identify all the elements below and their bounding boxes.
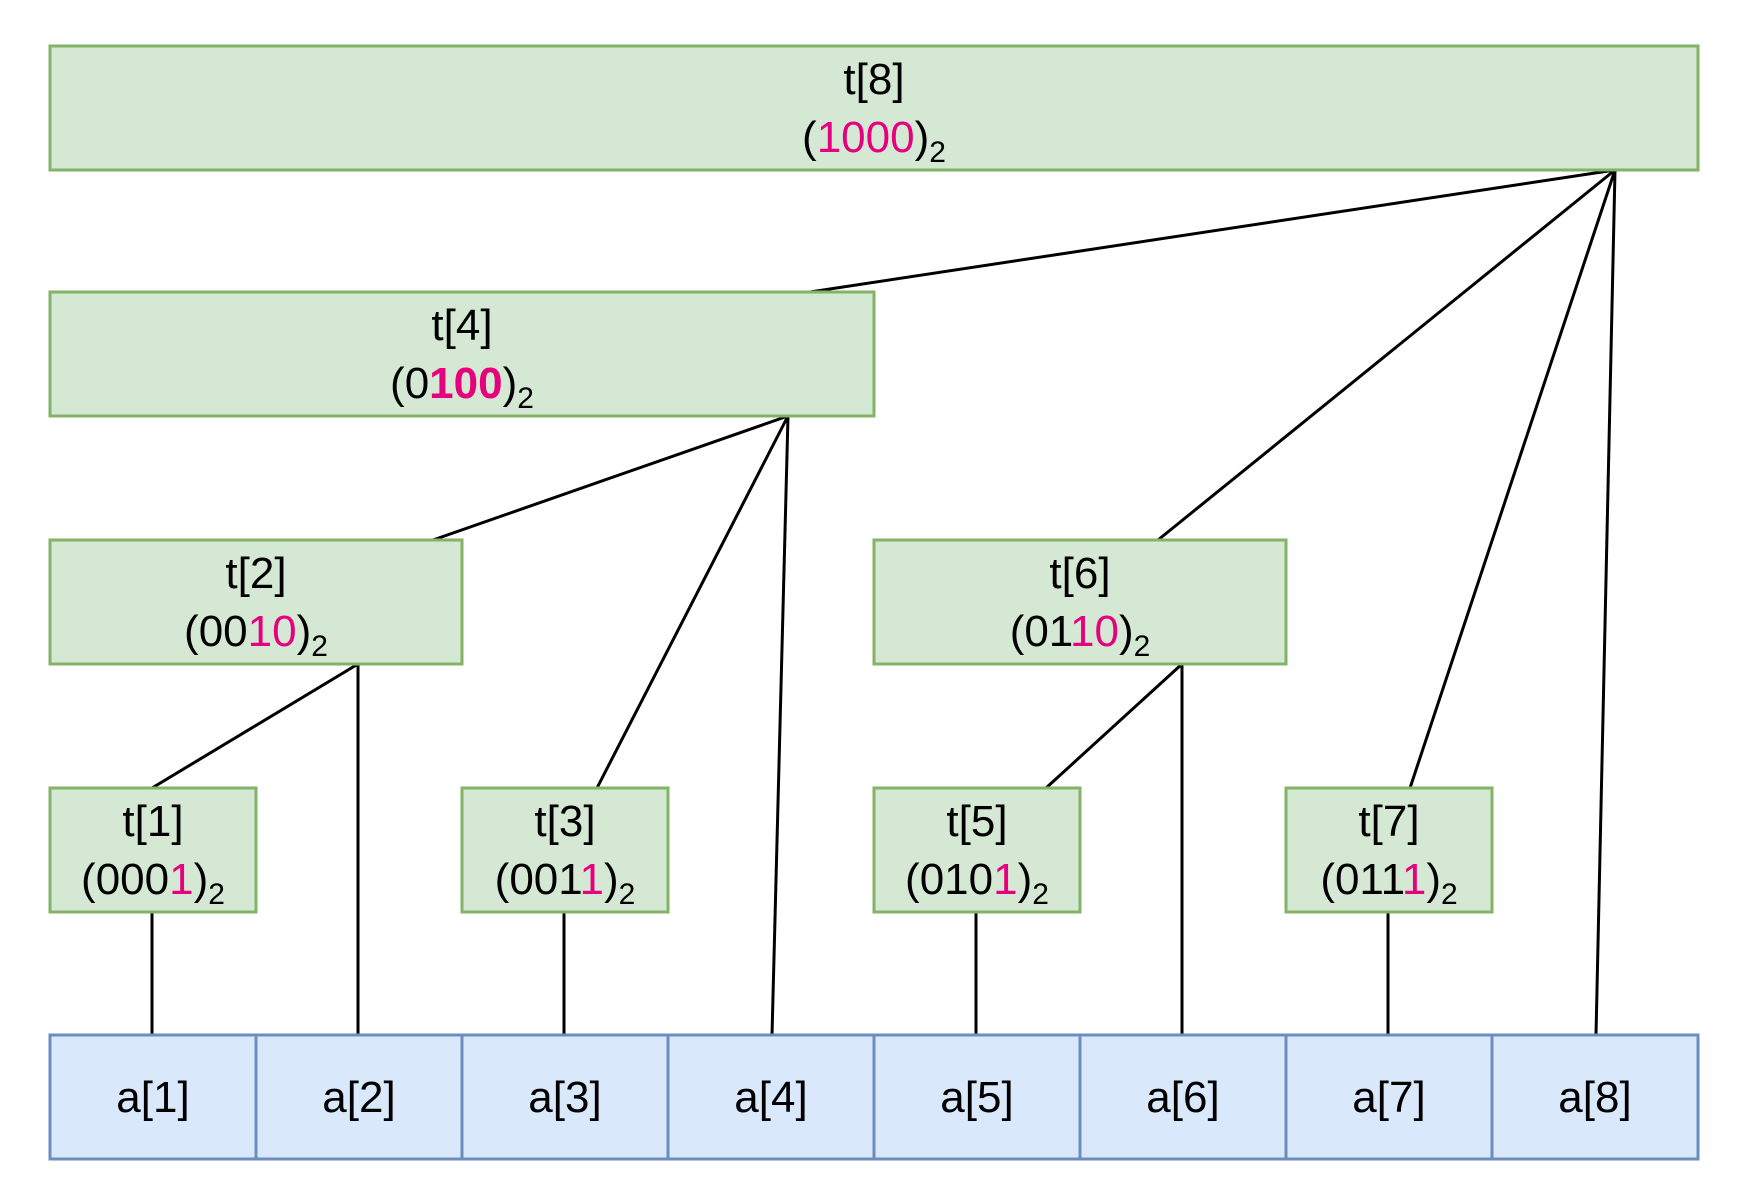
tree-node-label: t[6] xyxy=(1049,549,1110,598)
tree-node-t5: t[5] (0101)2 xyxy=(872,786,1082,914)
edge-t4-t3 xyxy=(595,415,790,789)
edge-t2-t1 xyxy=(151,662,359,790)
edges-layer xyxy=(150,168,1617,1036)
array-cell-label: a[5] xyxy=(940,1073,1013,1122)
array-cell-label: a[7] xyxy=(1352,1073,1425,1122)
edge-t6-t5 xyxy=(1044,662,1184,790)
tree-node-binary: (0110)2 xyxy=(1010,607,1151,663)
edge-t8-a8 xyxy=(1594,169,1617,1036)
edge-t8-t6 xyxy=(1157,168,1616,542)
tree-node-t7: t[7] (0111)2 xyxy=(1284,786,1494,914)
tree-node-label: t[1] xyxy=(122,797,183,846)
edge-t4-a4 xyxy=(770,415,790,1036)
tree-node-box xyxy=(872,786,1082,914)
tree-node-box xyxy=(1284,786,1494,914)
array-cell-box xyxy=(460,1033,670,1161)
array-cell-box xyxy=(1284,1033,1494,1161)
tree-node-label: t[5] xyxy=(946,797,1007,846)
array-cell-box xyxy=(1490,1033,1700,1161)
array-cell-a4: a[4] xyxy=(666,1033,876,1161)
edge-t4-t2 xyxy=(432,414,789,542)
tree-node-label: t[8] xyxy=(843,55,904,104)
array-cell-box xyxy=(666,1033,876,1161)
array-cell-a5: a[5] xyxy=(872,1033,1082,1161)
edge-t8-t7 xyxy=(1408,169,1617,789)
tree-node-label: t[7] xyxy=(1358,797,1419,846)
array-cell-a2: a[2] xyxy=(254,1033,464,1161)
tree-node-box xyxy=(872,538,1288,666)
tree-node-t4: t[4] (0100)2 xyxy=(48,290,876,418)
tree-node-box xyxy=(48,786,258,914)
tree-node-binary: (0100)2 xyxy=(390,359,534,415)
array-cell-label: a[6] xyxy=(1146,1073,1219,1122)
array-cell-label: a[3] xyxy=(528,1073,601,1122)
tree-node-label: t[3] xyxy=(534,797,595,846)
tree-node-binary: (0101)2 xyxy=(905,855,1049,911)
tree-node-label: t[4] xyxy=(431,301,492,350)
tree-node-binary: (0111)2 xyxy=(1320,855,1457,911)
array-cell-a6: a[6] xyxy=(1078,1033,1288,1161)
tree-node-t2: t[2] (0010)2 xyxy=(48,538,464,666)
array-cell-a1: a[1] xyxy=(48,1033,258,1161)
nodes-layer: t[8] (1000)2 t[4] (0100)2 t[2] (0010)2 t[6] (01… xyxy=(48,44,1700,1161)
tree-node-box xyxy=(460,786,670,914)
array-cell-label: a[8] xyxy=(1558,1073,1631,1122)
edge-t8-t4 xyxy=(809,168,1616,294)
tree-node-box xyxy=(48,44,1700,172)
array-cell-a8: a[8] xyxy=(1490,1033,1700,1161)
array-cell-a7: a[7] xyxy=(1284,1033,1494,1161)
tree-node-binary: (1000)2 xyxy=(802,113,946,169)
array-cell-box xyxy=(872,1033,1082,1161)
array-cell-label: a[2] xyxy=(322,1073,395,1122)
tree-node-binary: (0001)2 xyxy=(81,855,225,911)
tree-node-binary: (0010)2 xyxy=(184,607,328,663)
tree-node-box xyxy=(48,538,464,666)
tree-node-binary: (0011)2 xyxy=(495,855,636,911)
array-cell-label: a[1] xyxy=(116,1073,189,1122)
tree-node-box xyxy=(48,290,876,418)
array-cell-a3: a[3] xyxy=(460,1033,670,1161)
tree-node-t6: t[6] (0110)2 xyxy=(872,538,1288,666)
array-cell-box xyxy=(48,1033,258,1161)
tree-node-label: t[2] xyxy=(225,549,286,598)
array-cell-box xyxy=(1078,1033,1288,1161)
array-cell-label: a[4] xyxy=(734,1073,807,1122)
tree-node-t8: t[8] (1000)2 xyxy=(48,44,1700,172)
tree-node-t1: t[1] (0001)2 xyxy=(48,786,258,914)
tree-node-t3: t[3] (0011)2 xyxy=(460,786,670,914)
